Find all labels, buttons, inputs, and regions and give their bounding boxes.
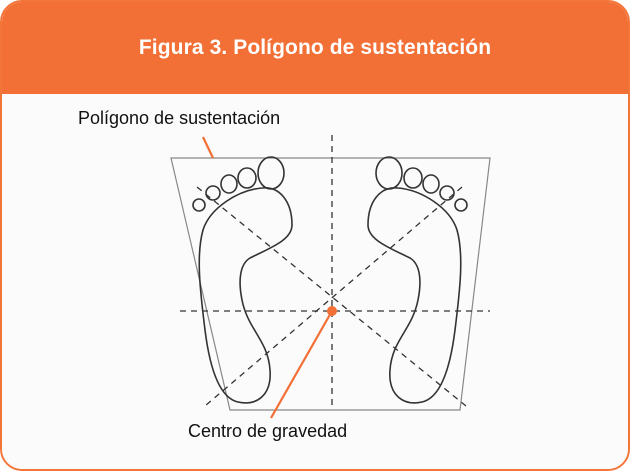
left-toe-2 — [237, 167, 257, 189]
center-of-gravity-dot — [327, 306, 337, 316]
polygon-pointer — [202, 136, 214, 159]
left-toe-4 — [205, 185, 221, 201]
right-toe-4 — [439, 185, 455, 201]
left-sole — [198, 187, 293, 404]
right-foot-outline — [367, 156, 468, 404]
gravity-pointer — [270, 310, 333, 419]
diagonal-right-to-left — [204, 186, 463, 407]
figure-header: Figura 3. Polígono de sustentación — [2, 2, 628, 94]
diagonal-left-to-right — [196, 186, 467, 407]
right-sole — [367, 187, 462, 404]
left-toe-5 — [192, 198, 206, 212]
left-toe-3 — [220, 174, 238, 194]
figure-body — [2, 94, 628, 469]
right-toe-3 — [422, 174, 440, 194]
center-of-gravity-label: Centro de gravedad — [188, 421, 348, 441]
left-big-toe — [257, 156, 285, 190]
right-toe-5 — [454, 198, 468, 212]
figure-title: Figura 3. Polígono de sustentación — [138, 36, 492, 59]
right-toe-2 — [403, 167, 423, 189]
polygon-label: Polígono de sustentación — [78, 108, 281, 128]
right-big-toe — [375, 156, 403, 190]
left-foot-outline — [192, 156, 293, 404]
